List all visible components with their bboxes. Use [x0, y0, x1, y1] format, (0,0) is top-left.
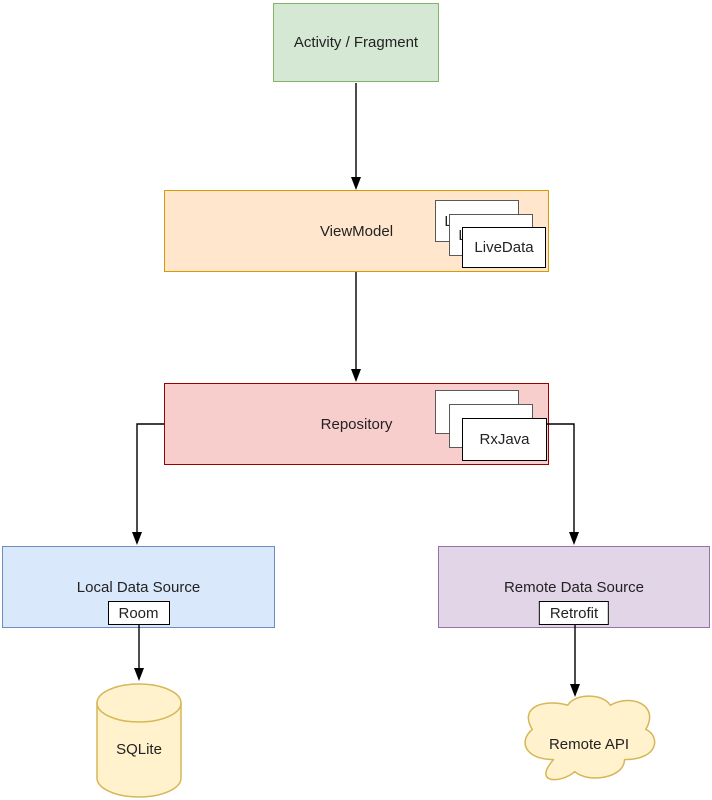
node-retrofit: Retrofit — [538, 601, 610, 625]
node-retrofit-label: Retrofit — [549, 604, 599, 622]
node-livedata-label: LiveData — [474, 239, 534, 256]
node-local-data-source: Local Data Source Room — [2, 546, 275, 628]
node-rxjava: RxJava — [462, 418, 547, 461]
arrowhead-down-icon — [134, 668, 144, 681]
remote-api-cloud-icon — [524, 695, 656, 781]
node-viewmodel-label: ViewModel — [319, 222, 394, 240]
node-livedata: LiveData — [462, 227, 546, 268]
node-remote-data-source-label: Remote Data Source — [503, 578, 645, 596]
edge-repository-to-remote — [547, 423, 575, 532]
node-rxjava-label: RxJava — [479, 431, 530, 448]
node-room-label: Room — [118, 604, 159, 622]
arrowhead-down-icon — [351, 177, 361, 190]
arrowhead-down-icon — [132, 532, 142, 545]
node-remote-data-source: Remote Data Source Retrofit — [438, 546, 710, 628]
cloud-shape — [524, 695, 656, 781]
node-activity-fragment: Activity / Fragment — [273, 3, 439, 82]
arrowhead-down-icon — [569, 532, 579, 545]
node-local-data-source-label: Local Data Source — [76, 578, 201, 596]
node-activity-fragment-label: Activity / Fragment — [293, 34, 419, 51]
node-room: Room — [107, 601, 170, 625]
sqlite-cylinder-icon — [96, 683, 182, 798]
arrowhead-down-icon — [351, 369, 361, 382]
node-repository-label: Repository — [320, 415, 393, 433]
cylinder-top-arc — [96, 702, 182, 723]
cylinder-body — [96, 683, 182, 798]
edge-repository-to-local — [136, 423, 164, 532]
